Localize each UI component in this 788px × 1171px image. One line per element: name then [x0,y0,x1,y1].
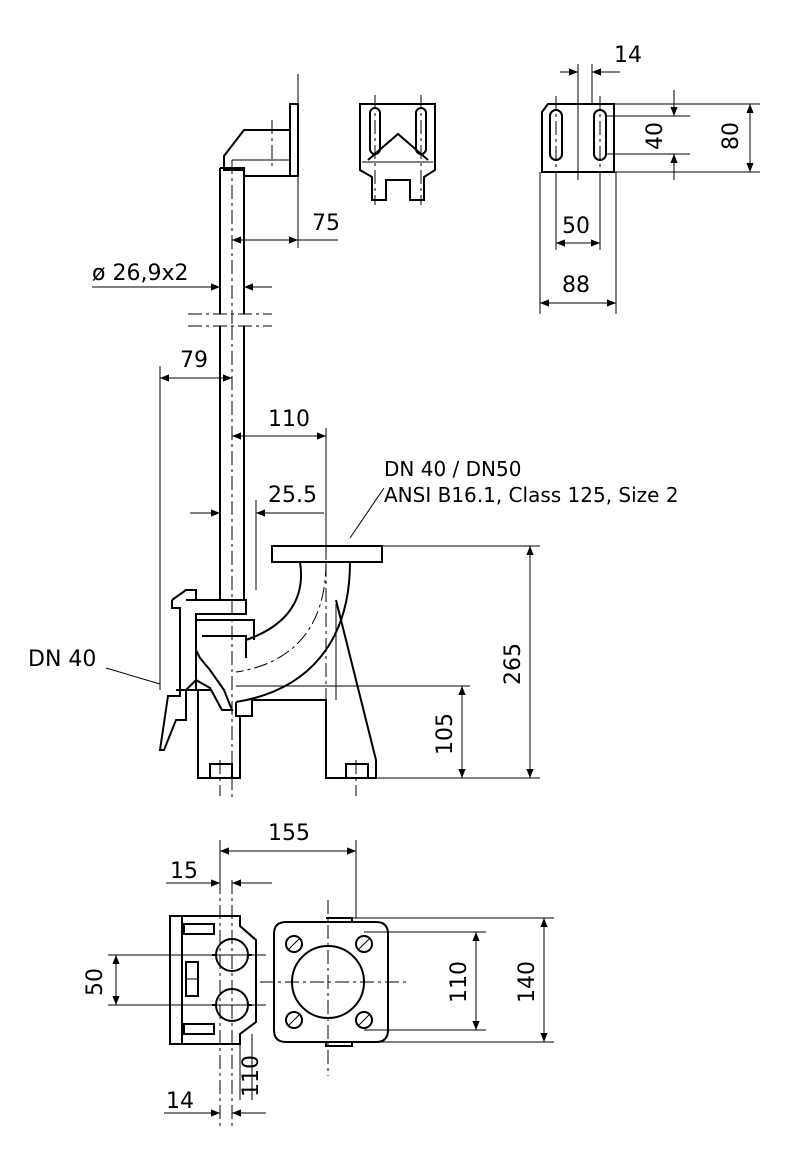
inlet-label: DN 40 [28,647,96,672]
bracket-front-view [359,95,436,205]
dim-14-top: 14 [614,43,642,68]
dim-50-plan: 50 [83,968,108,996]
dim-110-side: 110 [268,407,310,432]
dimension-labels: 14 40 80 50 88 75 ø 26,9x2 79 110 25.5 2… [83,43,744,1114]
flange-label-line2: ANSI B16.1, Class 125, Size 2 [384,483,679,507]
dim-80: 80 [719,122,744,150]
dim-265: 265 [501,643,526,685]
dim-110-plan-bottom: 110 [239,1055,264,1097]
pump-plan-view [108,840,554,1126]
dim-140: 140 [515,961,540,1003]
flange-label-line1: DN 40 / DN50 [384,457,521,481]
dim-14-bottom: 14 [166,1089,194,1114]
bracket-plan-view [539,64,760,314]
dim-40: 40 [643,122,668,150]
dim-25-5: 25.5 [268,483,317,508]
dim-88: 88 [562,273,590,298]
dim-50-top: 50 [562,214,590,239]
dim-155: 155 [268,821,310,846]
dim-pipe-diameter: ø 26,9x2 [92,261,188,286]
dim-110-plan-right: 110 [447,961,472,1003]
dim-105: 105 [433,713,458,755]
dim-15: 15 [170,859,198,884]
pump-side-view [92,74,540,800]
dim-79: 79 [180,348,208,373]
dim-75: 75 [312,211,340,236]
callout-labels: DN 40 / DN50 ANSI B16.1, Class 125, Size… [28,457,679,672]
